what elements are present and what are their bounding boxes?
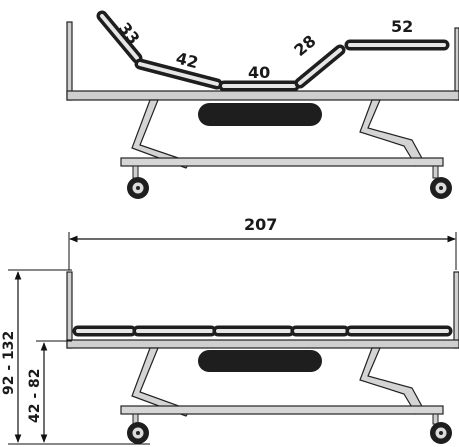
segment-back xyxy=(134,58,223,90)
wheel-left-flat xyxy=(127,422,149,444)
segment-head xyxy=(96,10,143,64)
foot-board-flat xyxy=(453,271,459,349)
length-label: 207 xyxy=(244,215,277,234)
bed-frame-flat xyxy=(66,339,459,349)
segment-seat-label: 40 xyxy=(248,63,270,82)
deck-height-label: 92 - 132 xyxy=(1,331,17,395)
lift-arm-right-flat xyxy=(359,347,425,415)
bed-frame-top xyxy=(66,90,459,101)
motor-housing-top xyxy=(198,103,322,126)
bed-base-top xyxy=(120,157,444,167)
caster-post-right xyxy=(432,165,439,179)
segment-leg-label: 52 xyxy=(391,17,413,36)
segment-thigh xyxy=(294,44,346,89)
foot-board xyxy=(454,27,459,101)
lift-arm-right xyxy=(359,99,425,167)
flat-bed-view: 207 xyxy=(1,215,459,445)
wheel-right-flat xyxy=(430,422,452,444)
bed-base-flat xyxy=(120,405,444,415)
segment-thigh-label: 28 xyxy=(290,31,319,60)
caster-post-left xyxy=(132,165,139,179)
frame-height-label: 42 - 82 xyxy=(27,368,43,423)
caster-post-right-flat xyxy=(432,413,439,425)
head-board xyxy=(66,21,73,101)
wheel-left-top xyxy=(127,177,149,199)
segment-back-label: 42 xyxy=(174,48,200,72)
wheel-right-top xyxy=(430,177,452,199)
articulated-bed-view: 33 42 40 28 52 xyxy=(66,10,459,199)
head-board-flat xyxy=(66,271,73,349)
motor-housing-flat xyxy=(198,350,322,372)
